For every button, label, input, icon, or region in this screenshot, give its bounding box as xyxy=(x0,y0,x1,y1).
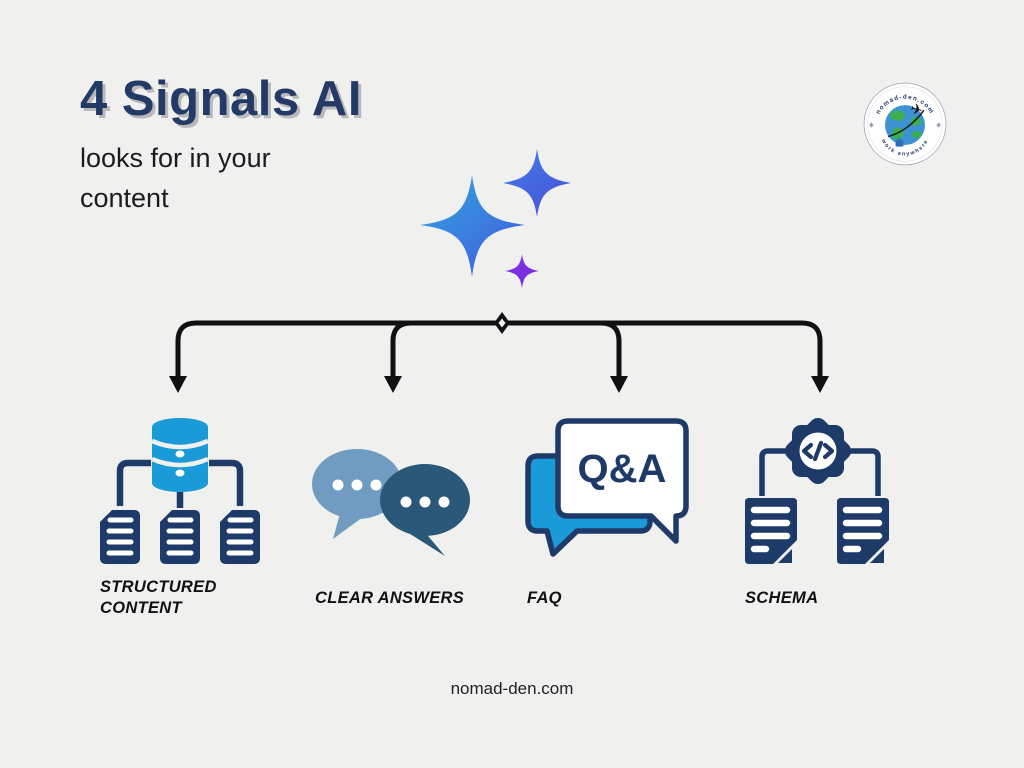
qa-speech-bubbles-icon: Q&A xyxy=(525,418,689,557)
logo-badge: nomad-den.com work anywhere ✈ xyxy=(863,82,947,166)
left-chat-bubble-icon xyxy=(312,449,402,539)
database-icon xyxy=(151,418,209,492)
sparkles-icon xyxy=(420,149,571,288)
chat-bubbles-icon xyxy=(312,449,470,556)
page-subtitle: looks for in your content xyxy=(80,143,271,213)
large-sparkle-icon xyxy=(420,175,525,277)
front-speech-bubble xyxy=(555,418,689,544)
gear-code-documents-icon xyxy=(745,417,889,564)
code-brackets-icon xyxy=(801,440,835,462)
schema-connectors xyxy=(759,448,881,496)
airplane-icon: ✈ xyxy=(909,100,925,119)
label-schema: SCHEMA xyxy=(745,589,819,607)
database-documents-icon xyxy=(100,418,260,564)
footer-website: nomad-den.com xyxy=(450,679,574,698)
arrow-down-icon xyxy=(384,376,402,393)
arrow-down-icon xyxy=(169,376,187,393)
arrow-down-icon xyxy=(811,376,829,393)
medium-sparkle-icon xyxy=(503,149,571,217)
qa-text: Q&A xyxy=(578,447,667,491)
arrow-down-icon xyxy=(610,376,628,393)
branch-connector xyxy=(169,312,829,393)
label-clear-answers: CLEAR ANSWERS xyxy=(315,589,465,607)
small-sparkle-icon xyxy=(505,254,539,288)
tree-connectors xyxy=(116,459,244,508)
page-title: 4 Signals AI xyxy=(80,72,362,126)
label-structured-content: STRUCTURED CONTENT xyxy=(100,578,217,618)
globe-icon xyxy=(885,105,925,147)
label-faq: FAQ xyxy=(527,589,562,607)
header: 4 Signals AI looks for in your content xyxy=(80,72,420,218)
right-chat-bubble-icon xyxy=(380,464,470,556)
gear-icon xyxy=(784,417,852,485)
